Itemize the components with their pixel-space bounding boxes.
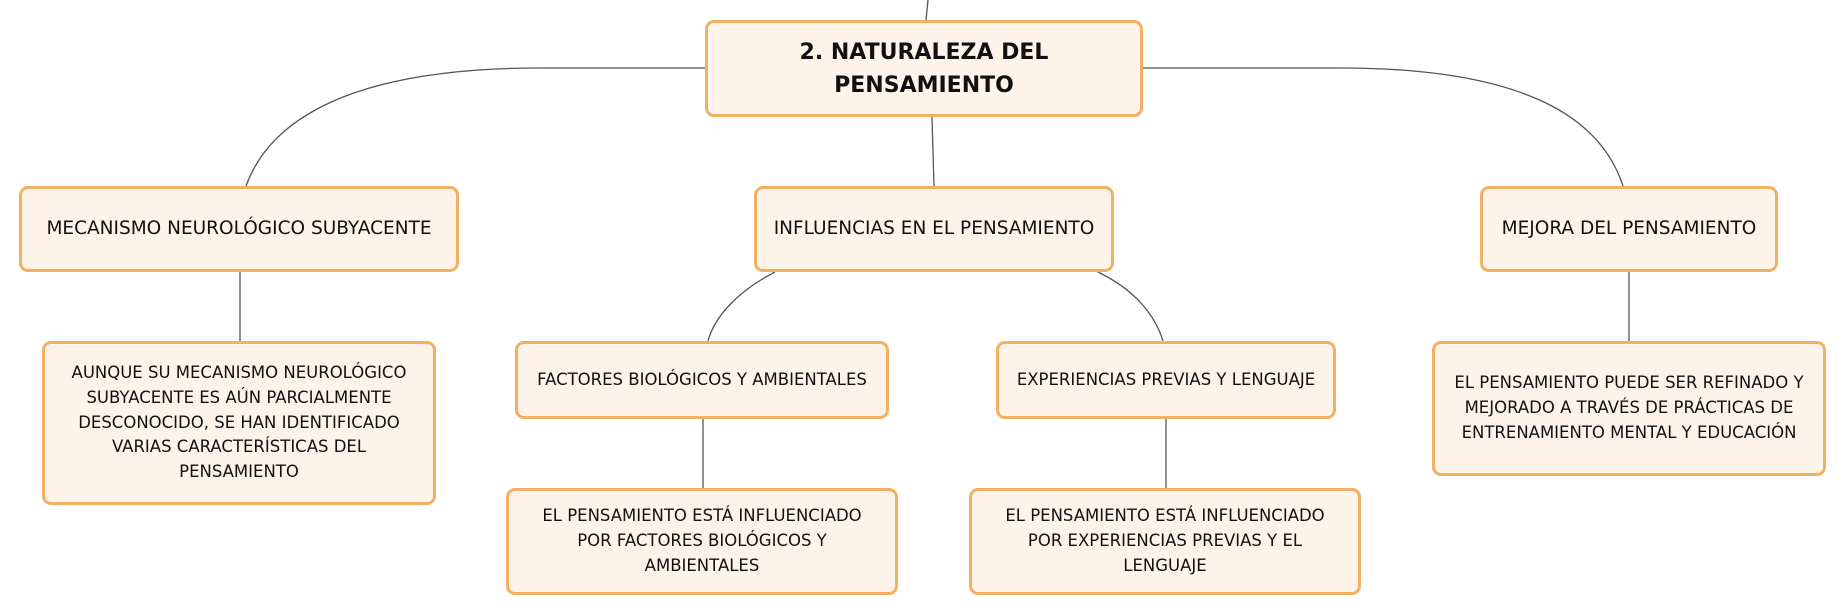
node-mecanismo-label: MECANISMO NEUROLÓGICO SUBYACENTE bbox=[46, 218, 432, 240]
node-mejora-detail[interactable]: EL PENSAMIENTO PUEDE SER REFINADO Y MEJO… bbox=[1432, 341, 1826, 476]
node-mecanismo-detail[interactable]: AUNQUE SU MECANISMO NEUROLÓGICO SUBYACEN… bbox=[42, 341, 436, 505]
node-factores-detail[interactable]: EL PENSAMIENTO ESTÁ INFLUENCIADO POR FAC… bbox=[506, 488, 898, 595]
root-node-label: 2. NATURALEZA DEL PENSAMIENTO bbox=[799, 39, 1049, 98]
node-experiencias-detail[interactable]: EL PENSAMIENTO ESTÁ INFLUENCIADO POR EXP… bbox=[969, 488, 1361, 595]
edge-root-mejora bbox=[1143, 67, 1624, 187]
node-mejora-detail-text: EL PENSAMIENTO PUEDE SER REFINADO Y MEJO… bbox=[1454, 373, 1804, 442]
node-factores[interactable]: FACTORES BIOLÓGICOS Y AMBIENTALES bbox=[515, 341, 889, 419]
node-influencias-label: INFLUENCIAS EN EL PENSAMIENTO bbox=[773, 218, 1095, 240]
edge-influencias-experiencias bbox=[1097, 271, 1164, 342]
edge-root-mecanismo bbox=[245, 67, 705, 187]
node-factores-detail-text: EL PENSAMIENTO ESTÁ INFLUENCIADO POR FAC… bbox=[542, 506, 862, 575]
node-influencias[interactable]: INFLUENCIAS EN EL PENSAMIENTO bbox=[754, 186, 1114, 272]
root-node[interactable]: 2. NATURALEZA DEL PENSAMIENTO bbox=[705, 20, 1143, 117]
node-experiencias-detail-text: EL PENSAMIENTO ESTÁ INFLUENCIADO POR EXP… bbox=[1005, 506, 1325, 575]
node-mecanismo-detail-text: AUNQUE SU MECANISMO NEUROLÓGICO SUBYACEN… bbox=[71, 363, 407, 482]
node-experiencias-label: EXPERIENCIAS PREVIAS Y LENGUAJE bbox=[1016, 369, 1316, 389]
edge-root-parent bbox=[925, 0, 929, 21]
node-mejora-label: MEJORA DEL PENSAMIENTO bbox=[1501, 218, 1757, 240]
node-experiencias[interactable]: EXPERIENCIAS PREVIAS Y LENGUAJE bbox=[996, 341, 1336, 419]
edge-root-influencias bbox=[931, 116, 935, 187]
node-factores-label: FACTORES BIOLÓGICOS Y AMBIENTALES bbox=[537, 369, 867, 389]
edge-influencias-factores bbox=[707, 271, 776, 342]
node-mejora[interactable]: MEJORA DEL PENSAMIENTO bbox=[1480, 186, 1778, 272]
node-mecanismo[interactable]: MECANISMO NEUROLÓGICO SUBYACENTE bbox=[19, 186, 459, 272]
